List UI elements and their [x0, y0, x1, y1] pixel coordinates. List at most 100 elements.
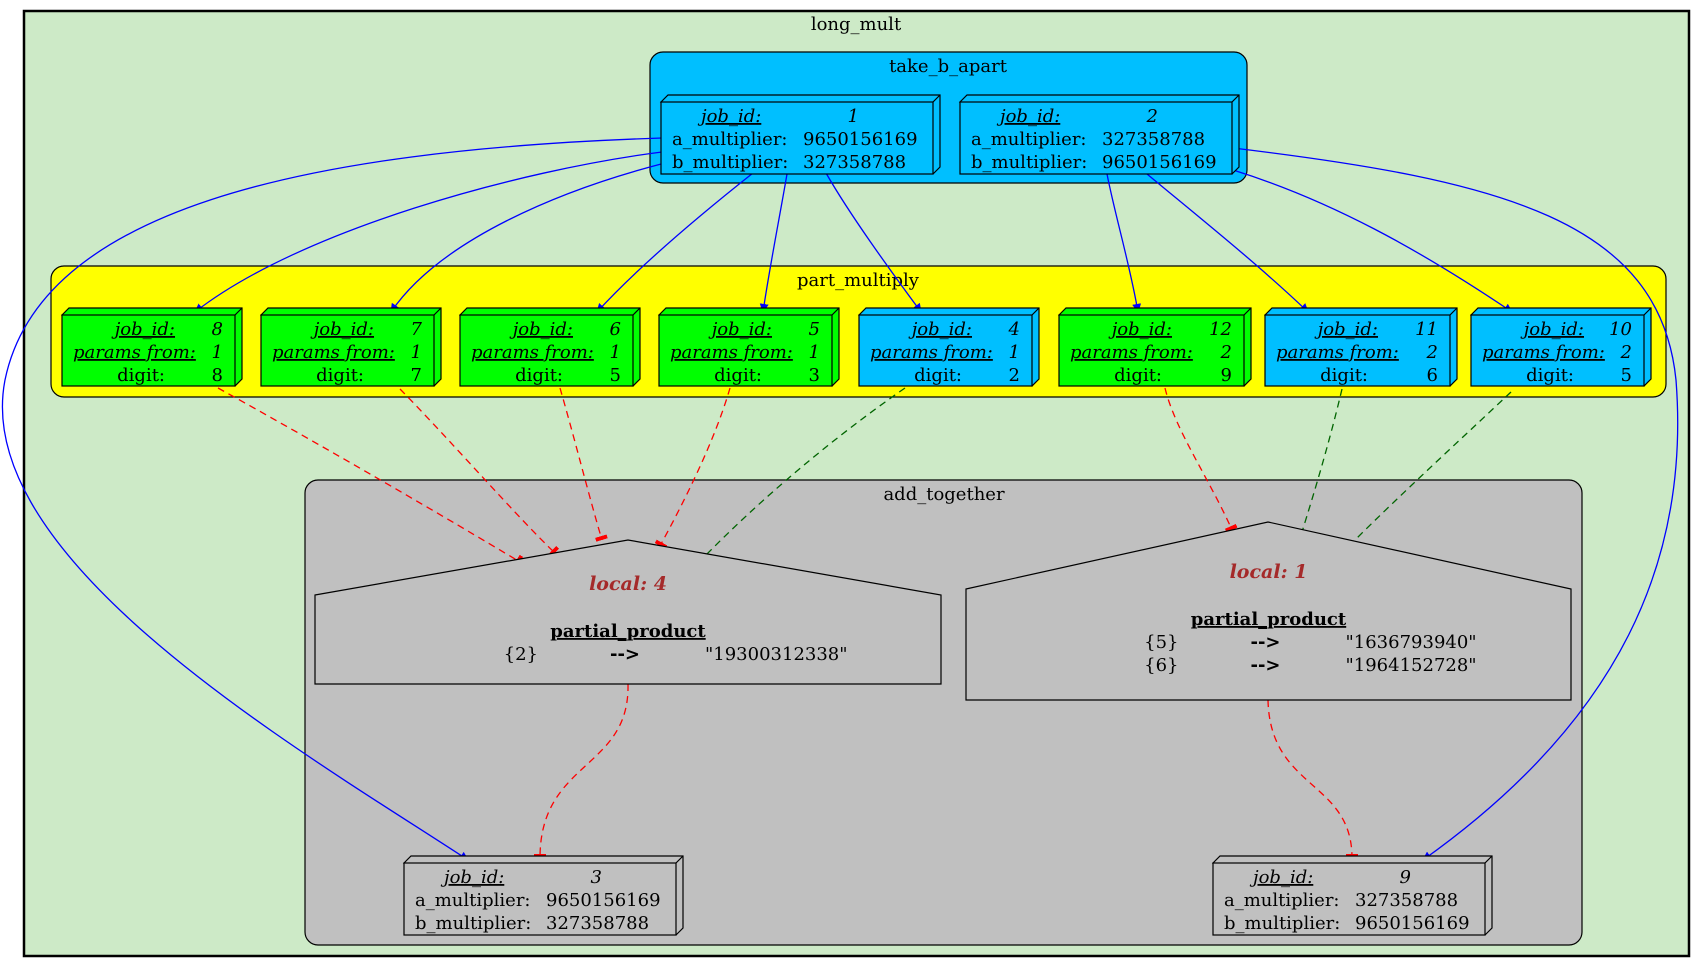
edge-part-12-to-local-1	[1164, 387, 1238, 533]
take-node-2-b-label: b_multiplier:	[971, 152, 1087, 173]
part-node-11-params-value: 2	[1426, 342, 1438, 363]
local-node-1[interactable]: local: 4partial_product{2}-->"1930031233…	[314, 539, 942, 685]
edge-take-1-to-add-3	[1, 137, 663, 861]
add-node-3-b-label: b_multiplier:	[415, 913, 531, 934]
add-node-3-b-value: 327358788	[546, 913, 649, 934]
part-node-7-box	[260, 314, 435, 387]
edge-local-1-to-add-9	[1267, 699, 1358, 859]
add-node-3[interactable]: job_id:3a_multiplier:9650156169b_multipl…	[402, 855, 684, 936]
local-node-1-partial-product-header: partial_product	[550, 621, 706, 642]
part-node-12-params-value: 2	[1220, 342, 1232, 363]
edge-part-4-to-local-4	[704, 387, 906, 557]
part-node-4-digit-label: digit:	[914, 365, 962, 386]
part-node-6-digit-label: digit:	[515, 365, 563, 386]
edge-layer	[1, 137, 1679, 861]
local-node-1-title: local: 4	[589, 573, 667, 595]
part-node-5-params-label: params from:	[670, 342, 793, 363]
add-node-9-a-value: 327358788	[1355, 890, 1458, 911]
part-node-10-digit-value: 5	[1621, 365, 1632, 386]
part-node-11-job-id-label: job_id:	[1314, 319, 1378, 340]
edge-take-1-to-part-8	[194, 151, 663, 313]
local-node-1-row-value: "19300312338"	[705, 644, 848, 665]
add-node-9-job-id-label: job_id:	[1249, 867, 1313, 888]
part-node-10-params-value: 2	[1620, 342, 1632, 363]
take-node-2-b-value: 9650156169	[1102, 152, 1217, 173]
take-node-1-job-id-label: job_id:	[697, 106, 761, 127]
local-node-2-row-arrow: -->	[1250, 632, 1280, 653]
local-node-2-title: local: 1	[1230, 561, 1308, 583]
take-node-1-b-value: 327358788	[803, 152, 906, 173]
part-node-8-params-value: 1	[212, 342, 223, 363]
part-node-6-digit-value: 5	[610, 365, 621, 386]
local-node-2-row-value: "1636793940"	[1346, 632, 1477, 653]
part-node-10-params-label: params from:	[1482, 342, 1605, 363]
cluster-label-part-multiply: part_multiply	[797, 270, 920, 291]
add-node-9[interactable]: job_id:9a_multiplier:327358788b_multipli…	[1211, 855, 1493, 936]
local-node-2-row-key: {6}	[1144, 655, 1178, 676]
part-node-5-job-id-label: job_id:	[708, 319, 772, 340]
part-node-12-digit-label: digit:	[1114, 365, 1162, 386]
part-node-6-params-value: 1	[610, 342, 621, 363]
part-node-12-digit-value: 9	[1221, 365, 1232, 386]
part-node-8-box	[61, 314, 236, 387]
local-node-2-row-arrow: -->	[1250, 655, 1280, 676]
part-node-10-digit-label: digit:	[1526, 365, 1574, 386]
edge-local-4-to-add-3	[534, 683, 629, 859]
part-node-5-box	[658, 314, 833, 387]
take-node-2-job-id-label: job_id:	[996, 106, 1060, 127]
part-node-4-params-value: 1	[1009, 342, 1020, 363]
local-node-1-house	[314, 539, 942, 685]
local-node-2[interactable]: local: 1partial_product{5}-->"1636793940…	[965, 521, 1572, 701]
node-layer: job_id: 1 a_multiplier: 9650156169 b_multipl…	[60, 94, 1652, 936]
part-node-11-digit-label: digit:	[1320, 365, 1368, 386]
add-node-3-job-id-value: 3	[591, 867, 602, 888]
part-node-5-params-value: 1	[809, 342, 820, 363]
part-node-4-digit-value: 2	[1009, 365, 1020, 386]
edge-take-1-to-part-7	[390, 162, 666, 313]
cluster-label-add-together: add_together	[883, 484, 1005, 505]
edge-take-2-to-part-10	[1232, 169, 1513, 313]
part-node-4-box	[858, 314, 1033, 387]
part-node-6-box	[459, 314, 634, 387]
part-node-12-box	[1058, 314, 1245, 387]
part-node-6-job-id-label: job_id:	[509, 319, 573, 340]
part-node-5-digit-value: 3	[809, 365, 820, 386]
add-node-9-a-label: a_multiplier:	[1224, 890, 1340, 911]
take-node-1-a-value: 9650156169	[803, 129, 918, 150]
take-node-1-job-id-value: 1	[848, 106, 859, 127]
add-node-9-box	[1212, 862, 1486, 936]
take-node-2-box	[959, 101, 1233, 175]
take-node-1-b-label: b_multiplier:	[672, 152, 788, 173]
edge-part-11-to-local-1	[1301, 388, 1343, 533]
take-node-2[interactable]: job_id:2a_multiplier:327358788b_multipli…	[958, 94, 1240, 175]
part-node-6-job-id-value: 6	[610, 319, 621, 340]
part-node-10-box	[1470, 314, 1645, 387]
local-node-2-house	[965, 521, 1572, 701]
part-node-5-job-id-value: 5	[809, 319, 820, 340]
local-node-2-row-value: "1964152728"	[1346, 655, 1477, 676]
edge-part-7-to-local-4	[399, 388, 560, 558]
edge-take-2-to-part-12	[1106, 173, 1142, 313]
part-node-11-digit-value: 6	[1427, 365, 1438, 386]
take-node-2-a-value: 327358788	[1102, 129, 1205, 150]
edge-take-2-to-part-11	[1146, 173, 1309, 313]
part-node-8-job-id-label: job_id:	[111, 319, 175, 340]
part-node-4-job-id-label: job_id:	[908, 319, 972, 340]
edge-take-2-to-add-9	[1232, 147, 1679, 861]
part-node-8-digit-value: 8	[212, 365, 223, 386]
take-node-1[interactable]: job_id:1a_multiplier:9650156169b_multipl…	[659, 94, 941, 175]
part-node-12-job-id-value: 12	[1209, 319, 1232, 340]
local-node-2-partial-product-header: partial_product	[1191, 609, 1347, 630]
part-node-8-digit-label: digit:	[117, 365, 165, 386]
add-node-3-a-value: 9650156169	[546, 890, 661, 911]
part-node-7-job-id-label: job_id:	[310, 319, 374, 340]
